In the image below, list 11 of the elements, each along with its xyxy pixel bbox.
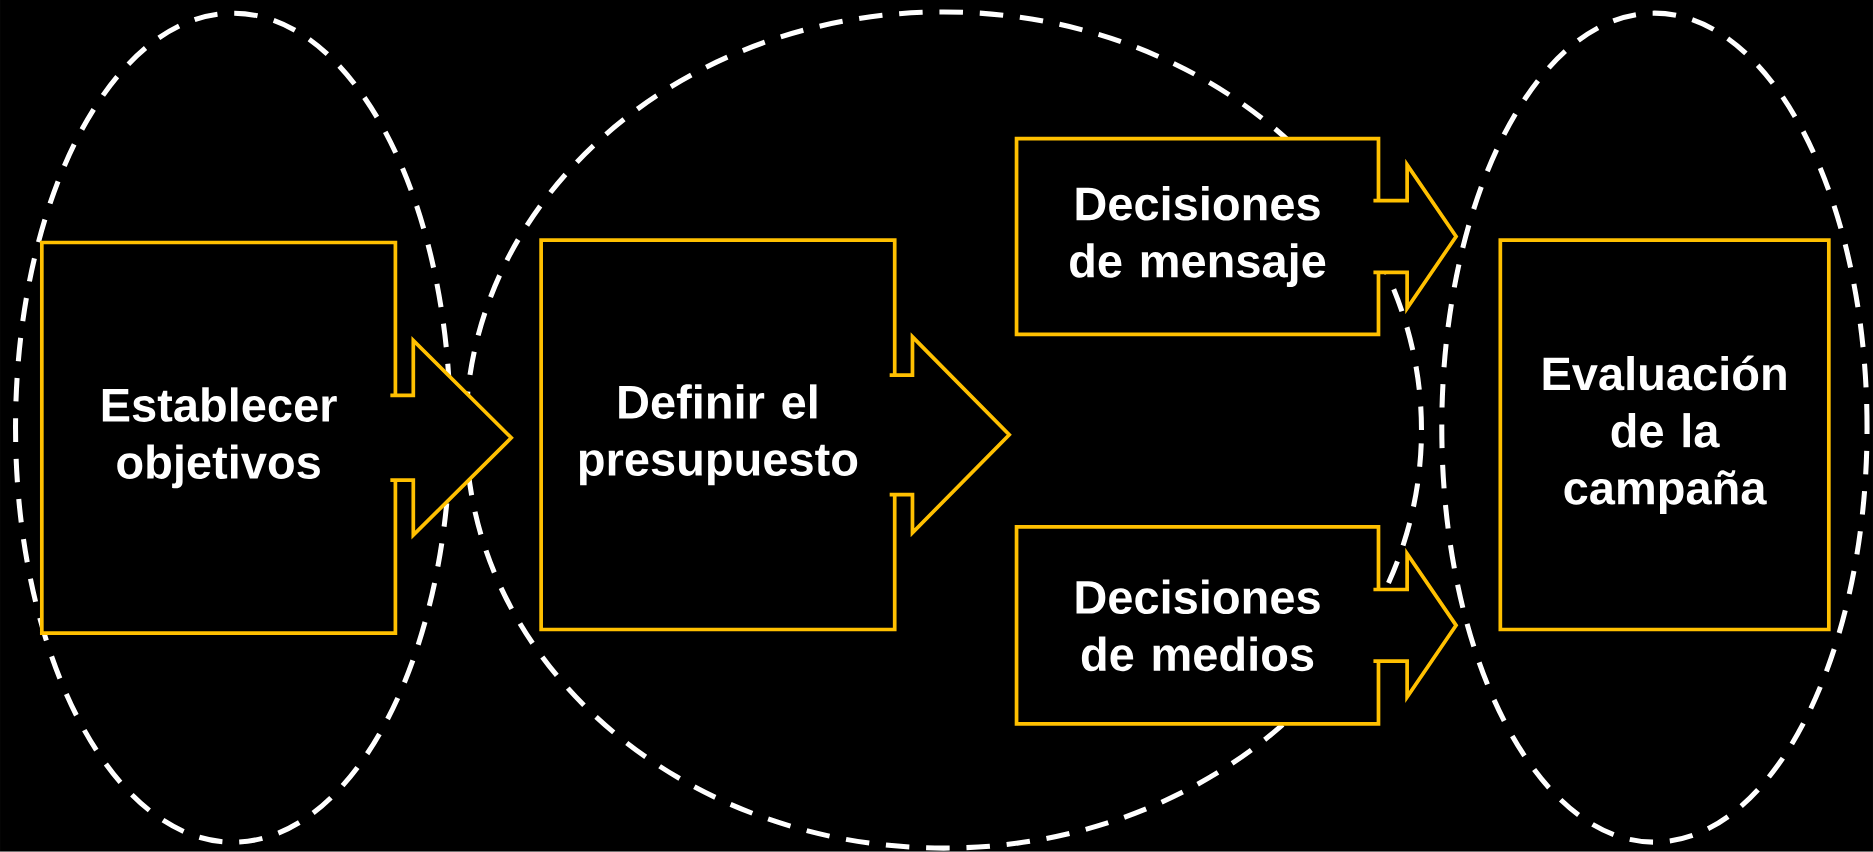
block-arrow [388,336,514,540]
block-arrow [1371,159,1459,315]
process-box: Decisiones de medios [1014,525,1381,726]
process-box: Decisiones de mensaje [1014,136,1381,337]
process-box: Establecer objetivos [39,240,398,636]
block-arrow [887,332,1012,538]
block-arrow [1371,547,1459,704]
dashed-ellipse [1439,10,1870,845]
dashed-ellipse [13,10,453,845]
process-box: Evaluación de la campaña [1498,238,1831,632]
process-box: Definir el presupuesto [539,238,897,632]
